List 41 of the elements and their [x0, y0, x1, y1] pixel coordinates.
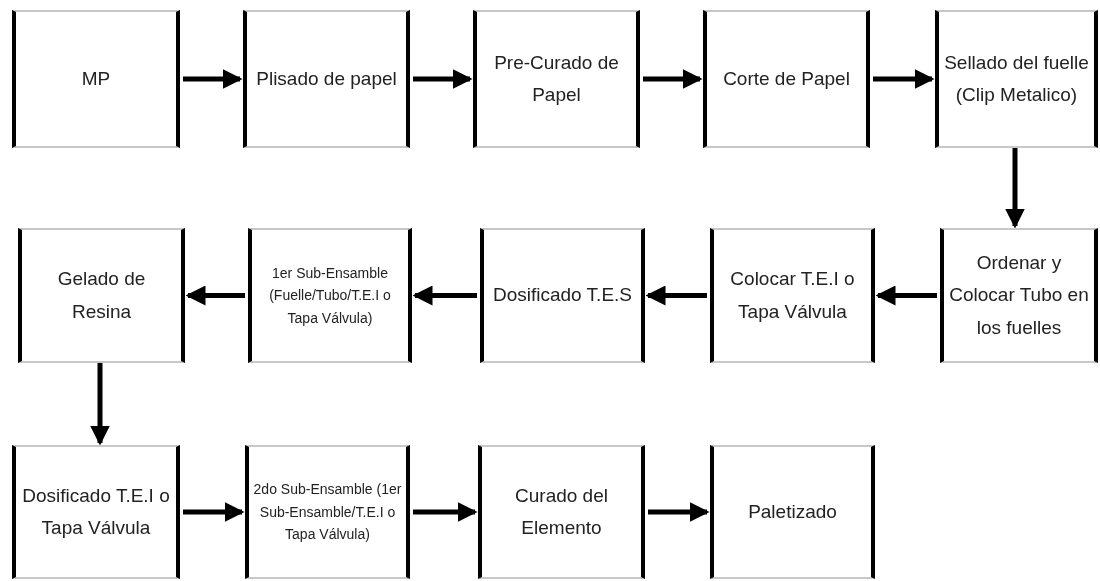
step-label: Curado del Elemento [514, 483, 609, 540]
process-box [940, 228, 1098, 363]
process-box [473, 10, 640, 148]
arrow [645, 285, 707, 306]
arrow [183, 69, 243, 89]
arrow [643, 69, 703, 89]
process-box [480, 228, 645, 363]
process-box [12, 10, 180, 148]
step-label: Dosificado T.E.I o Tapa Válvula [21, 483, 171, 540]
step-label: Paletizado [748, 499, 837, 524]
step-label: Corte de Papel [723, 66, 850, 91]
step-label: Gelado de Resina [56, 267, 147, 324]
process-box [248, 228, 412, 363]
step-label: Ordenar y Colocar Tubo en los fuelles [948, 251, 1090, 340]
arrow [183, 502, 245, 522]
process-box [12, 445, 180, 579]
arrow [1005, 148, 1025, 229]
step-label: MP [81, 66, 111, 91]
process-box [243, 10, 410, 148]
process-box [935, 10, 1098, 148]
process-box [710, 445, 875, 579]
arrow [90, 363, 110, 446]
process-box [18, 228, 185, 363]
step-label: Sellado del fuelle (Clip Metalico) [943, 50, 1090, 107]
arrow [412, 285, 477, 306]
step-label: Pre-Curado de Papel [493, 50, 620, 107]
arrow [875, 285, 937, 306]
process-box [245, 445, 410, 579]
arrow [413, 69, 473, 89]
arrow [413, 502, 478, 522]
arrow [648, 502, 710, 522]
process-box [703, 10, 870, 148]
process-box [478, 445, 645, 579]
arrow [185, 285, 245, 306]
step-label: Colocar T.E.I o Tapa Válvula [729, 267, 856, 324]
step-label: 2do Sub-Ensamble (1er Sub-Ensamble/T.E.I o Tapa Válvula) [253, 480, 402, 545]
step-label: Dosificado T.E.S [492, 283, 633, 308]
arrow [873, 69, 935, 89]
process-box [710, 228, 875, 363]
step-label: 1er Sub-Ensamble (Fuelle/Tubo/T.E.I o Tapa Válvula) [268, 263, 392, 328]
step-label: Plisado de papel [256, 66, 397, 91]
